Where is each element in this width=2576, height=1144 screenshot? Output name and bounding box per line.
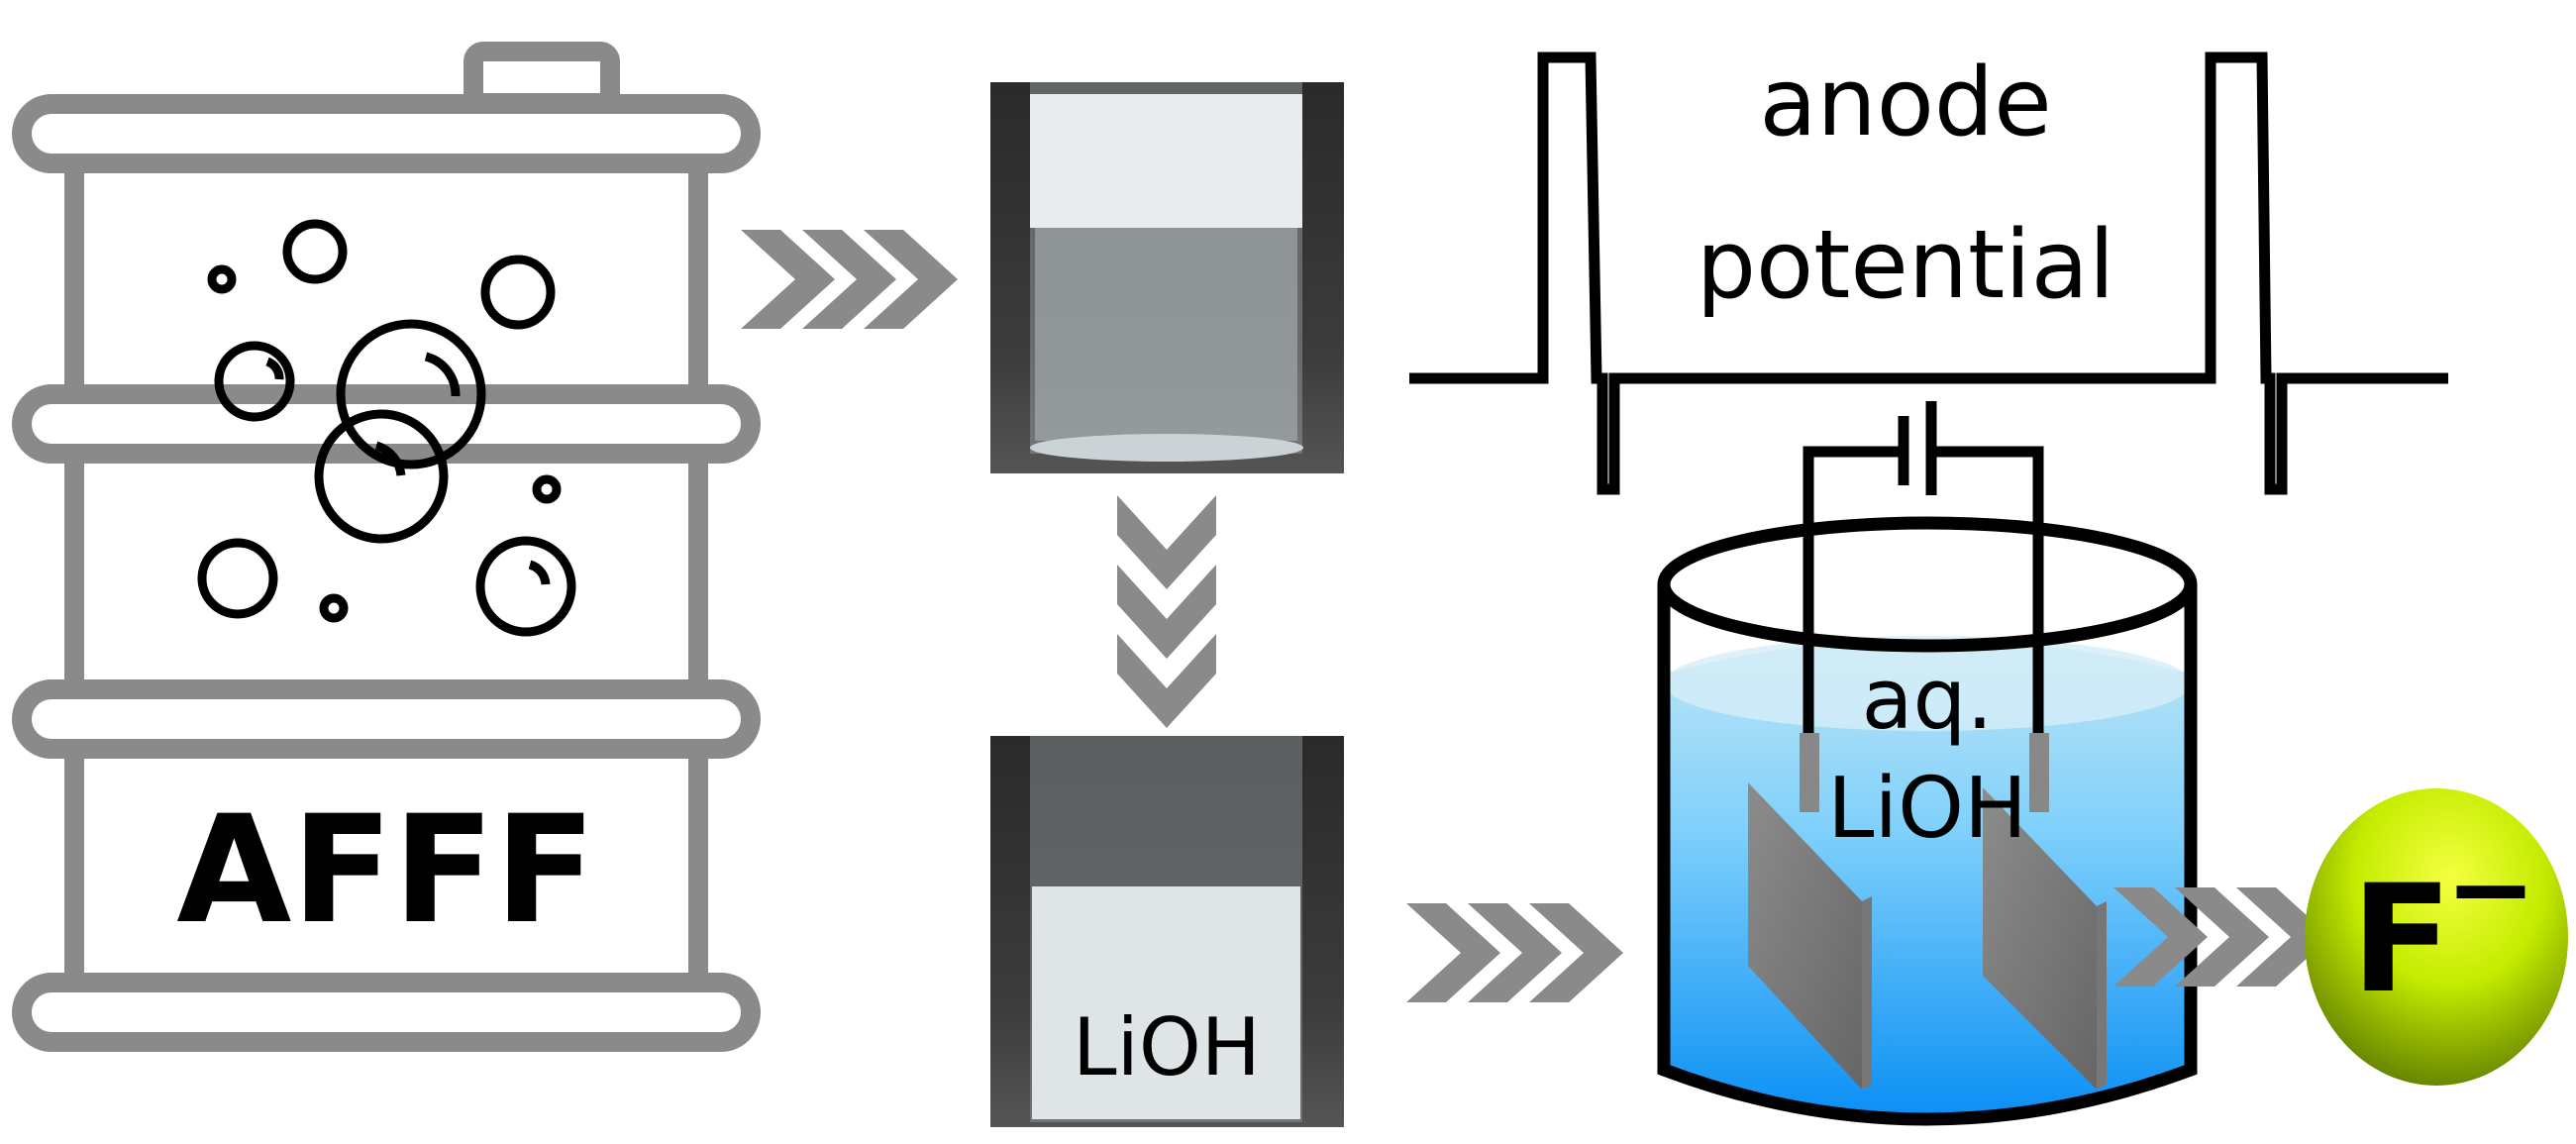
photo-foam-vial (990, 82, 1344, 473)
arrow-down-icon (1117, 495, 1216, 728)
electrolyte-label-line1: aq. (1861, 651, 1993, 749)
fluoride-ion (2305, 788, 2568, 1086)
ion-charge: − (2445, 825, 2536, 952)
barrel (12, 42, 761, 1052)
bubbles-icon (197, 219, 576, 637)
barrel-label: AFFF (176, 784, 596, 957)
ion-symbol: F (2351, 854, 2452, 1026)
waveform-label-line1: anode (1759, 49, 2051, 157)
waveform-label-line2: potential (1697, 211, 2115, 320)
arrow-right-icon (741, 230, 958, 329)
electrolyte-label-line2: LiOH (1827, 760, 2027, 858)
photo-lioh-vial (990, 736, 1344, 1127)
anode-potential-waveform (1409, 52, 2448, 495)
arrow-right-icon (1406, 903, 1623, 1002)
electrochemical-cell (1657, 401, 2198, 1126)
photo-label: LiOH (1073, 1001, 1261, 1093)
